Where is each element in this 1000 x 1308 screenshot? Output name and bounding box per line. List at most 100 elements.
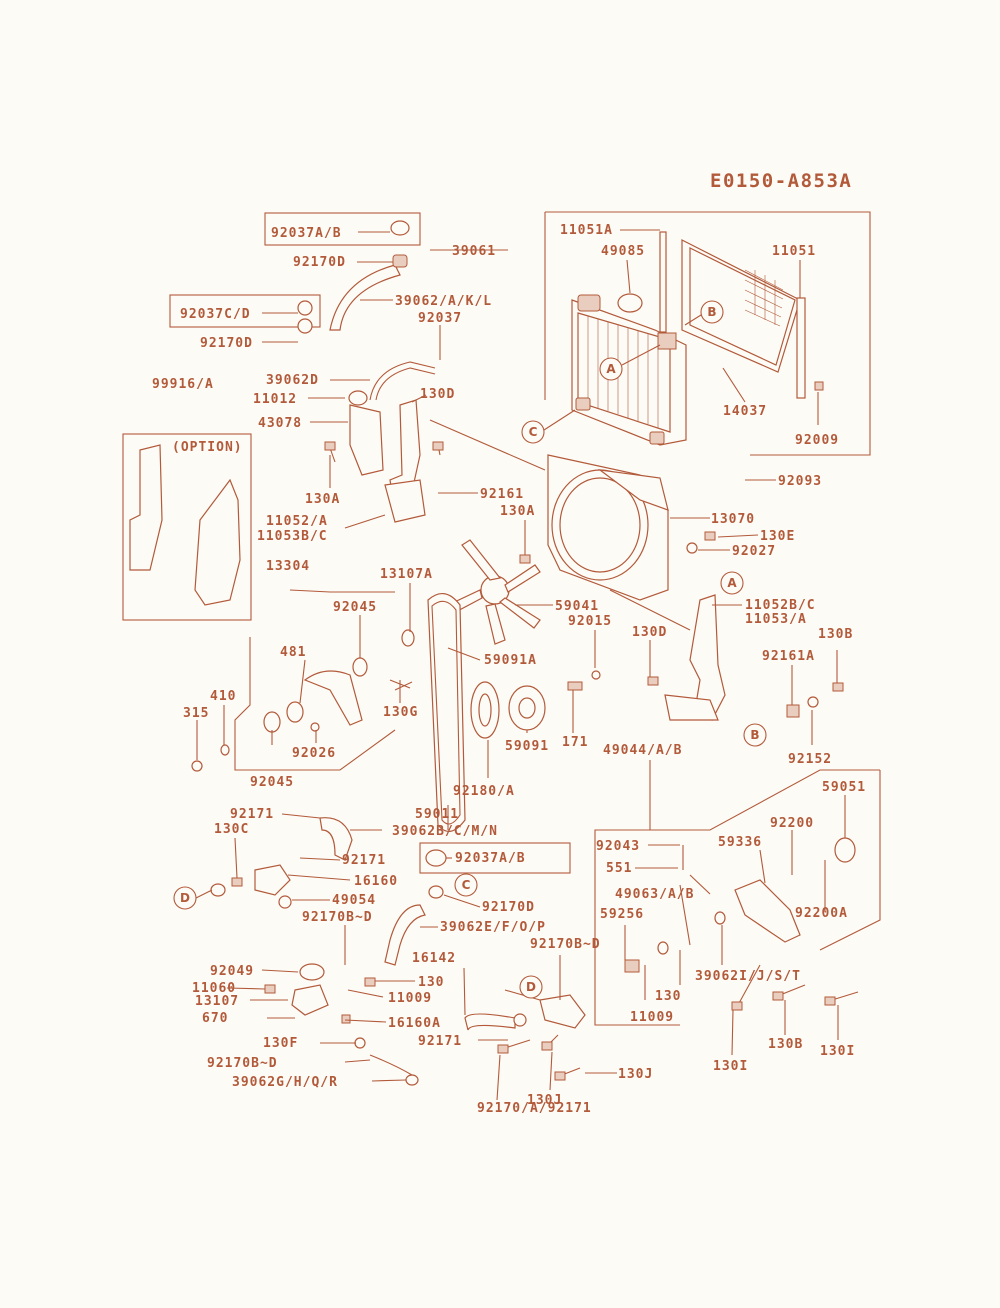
svg-text:C: C bbox=[529, 425, 538, 439]
leader-lines bbox=[196, 229, 846, 1101]
label-130h: 130J bbox=[527, 1093, 562, 1108]
reservoir-tank bbox=[348, 390, 384, 476]
hoses-upper bbox=[297, 220, 436, 401]
label-59041: 59041 bbox=[555, 599, 599, 614]
svg-text:D: D bbox=[526, 980, 536, 994]
label-171: 171 bbox=[562, 735, 588, 750]
label-39062d: 39062D bbox=[266, 373, 319, 388]
label-92045-1: 92045 bbox=[333, 600, 377, 615]
label-92170d-1: 92170D bbox=[293, 255, 346, 270]
label-130d-2: 130D bbox=[632, 625, 667, 640]
label-59256: 59256 bbox=[600, 907, 644, 922]
label-92171-1: 92171 bbox=[230, 807, 274, 822]
option-label: (OPTION) bbox=[172, 440, 243, 455]
callout-a-2: A bbox=[720, 571, 744, 595]
label-92027: 92027 bbox=[732, 544, 776, 559]
label-92049: 39062I/J/S/T bbox=[695, 969, 801, 984]
label-39062efop: 39062E/F/O/P bbox=[440, 920, 546, 935]
pulley bbox=[470, 681, 583, 739]
label-92200a: 92200A bbox=[795, 906, 848, 921]
label-130j-1: 92170/A/92171 bbox=[477, 1101, 592, 1116]
svg-text:B: B bbox=[750, 728, 759, 742]
label-130g: 130G bbox=[383, 705, 418, 720]
callout-b-1: B bbox=[700, 300, 724, 324]
label-92043: 92043 bbox=[596, 839, 640, 854]
label-92037ab-2: 92037A/B bbox=[455, 851, 526, 866]
hoses-lower bbox=[464, 989, 541, 1031]
label-39062ghqr: 92170B~D bbox=[207, 1056, 278, 1071]
fan-shroud bbox=[547, 454, 669, 601]
label-551: 551 bbox=[606, 861, 632, 876]
fan bbox=[445, 539, 541, 645]
diagram-code: E0150-A853A bbox=[710, 170, 852, 192]
label-39061: 39061 bbox=[452, 244, 496, 259]
label-92180a: 92180/A bbox=[453, 784, 515, 799]
label-11053bc: 11053B/C bbox=[257, 529, 328, 544]
label-49044ab: 49044/A/B bbox=[603, 743, 682, 758]
label-92170bd-1: 92170B~D bbox=[302, 910, 373, 925]
label-59091: 59091 bbox=[505, 739, 549, 754]
label-39062akl: 39062/A/K/L bbox=[395, 294, 492, 309]
label-49085: 49085 bbox=[601, 244, 645, 259]
callout-c-2: C bbox=[454, 873, 478, 897]
label-11012: 11012 bbox=[253, 392, 297, 407]
label-670: 11009 bbox=[630, 1010, 674, 1025]
label-39062bcmn: 39062B/C/M/N bbox=[392, 824, 498, 839]
label-11009-2: 11009 bbox=[388, 991, 432, 1006]
label-13107a: 13107A bbox=[380, 567, 433, 582]
fan-belt bbox=[427, 593, 466, 832]
label-13070: 13070 bbox=[711, 512, 755, 527]
label-92026: 92026 bbox=[292, 746, 336, 761]
label-92171-2: 92171 bbox=[342, 853, 386, 868]
label-410: 410 bbox=[210, 689, 236, 704]
label-92015: 92015 bbox=[568, 614, 612, 629]
group-frames bbox=[122, 211, 881, 1026]
label-130j-2: 130J bbox=[618, 1067, 653, 1082]
label-16142: 92170B~D bbox=[530, 937, 601, 952]
label-16160a: 670 bbox=[202, 1011, 228, 1026]
label-92152: 92152 bbox=[788, 752, 832, 767]
label-92170bd-2: 92171 bbox=[418, 1034, 462, 1049]
label-59011: 59011 bbox=[415, 807, 459, 822]
label-49054: 49054 bbox=[332, 893, 376, 908]
label-130-2: 130 bbox=[418, 975, 444, 990]
label-92093: 92093 bbox=[778, 474, 822, 489]
label-130c: 130C bbox=[214, 822, 249, 837]
svg-text:A: A bbox=[606, 362, 616, 376]
label-92170d-3: 92170D bbox=[482, 900, 535, 915]
label-11052a: 11052/A bbox=[266, 514, 328, 529]
label-481: 481 bbox=[280, 645, 306, 660]
label-59091a: 59091A bbox=[484, 653, 537, 668]
svg-text:D: D bbox=[180, 891, 190, 905]
label-92037cd: 92037C/D bbox=[180, 307, 251, 322]
label-130e: 130E bbox=[760, 529, 795, 544]
label-39062ijst: 16142 bbox=[412, 951, 456, 966]
label-92009: 92009 bbox=[795, 433, 839, 448]
thermostat-housing bbox=[210, 817, 447, 1086]
label-130i-1: 130B bbox=[768, 1037, 803, 1052]
callout-d-1: D bbox=[173, 886, 197, 910]
callouts: A B C A B C D D bbox=[173, 300, 767, 999]
callout-b-2: B bbox=[743, 723, 767, 747]
label-92200: 92200 bbox=[770, 816, 814, 831]
label-92171-3: 130F bbox=[263, 1036, 298, 1051]
alternator-bracket bbox=[539, 837, 856, 1029]
label-315: 315 bbox=[183, 706, 209, 721]
label-130b-1: 130B bbox=[818, 627, 853, 642]
label-11051: 11051 bbox=[772, 244, 816, 259]
label-130d-1: 130D bbox=[420, 387, 455, 402]
svg-text:A: A bbox=[727, 576, 737, 590]
screen-11051 bbox=[681, 239, 824, 399]
label-11051a: 11051A bbox=[560, 223, 613, 238]
label-92161a: 92161A bbox=[762, 649, 815, 664]
svg-text:B: B bbox=[707, 305, 716, 319]
bolts bbox=[231, 441, 859, 1081]
callout-c-1: C bbox=[521, 420, 545, 444]
label-99916a: 99916/A bbox=[152, 377, 214, 392]
label-11060: 92049 bbox=[210, 964, 254, 979]
label-92037ab: 92037A/B bbox=[271, 226, 342, 241]
label-59051: 59051 bbox=[822, 780, 866, 795]
label-43078: 43078 bbox=[258, 416, 302, 431]
label-92161: 92161 bbox=[480, 487, 524, 502]
